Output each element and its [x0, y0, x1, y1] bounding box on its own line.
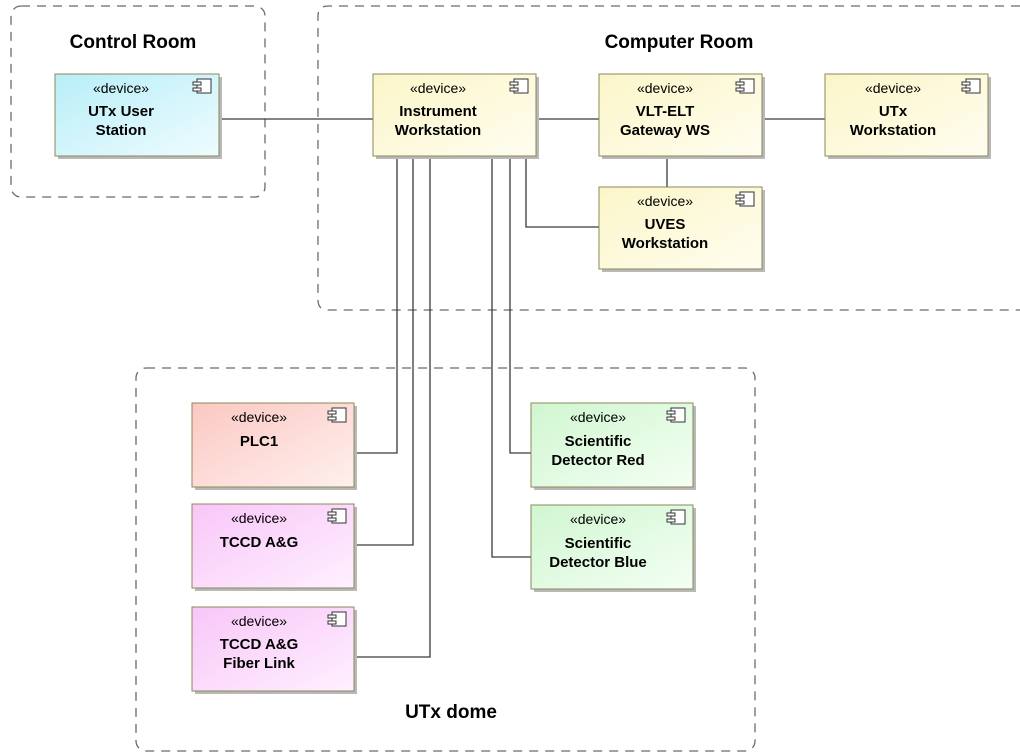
connections	[221, 118, 825, 658]
device-scientific-detector-blue[interactable]: «device» Scientific Detector Blue	[530, 504, 696, 592]
stereotype-label: «device»	[865, 80, 921, 96]
link-instrument-sci-red	[509, 157, 531, 454]
control-room-title: Control Room	[70, 32, 197, 53]
component-icon	[666, 509, 686, 525]
device-name-line1: Scientific	[565, 535, 632, 552]
link-instrument-sci-blue	[491, 157, 531, 558]
device-vlt-elt-gateway[interactable]: «device» VLT-ELT Gateway WS	[598, 73, 765, 159]
device-uves-workstation[interactable]: «device» UVES Workstation	[598, 186, 765, 272]
utx-dome-frame: UTx dome	[135, 367, 756, 752]
device-name-line1: Instrument	[399, 103, 477, 120]
stereotype-label: «device»	[231, 613, 287, 629]
device-name-line1: TCCD A&G	[220, 534, 299, 551]
stereotype-label: «device»	[231, 409, 287, 425]
device-tccd-ag-fiber-link[interactable]: «device» TCCD A&G Fiber Link	[191, 606, 357, 694]
device-name-line2: Gateway WS	[620, 122, 710, 139]
stereotype-label: «device»	[410, 80, 466, 96]
component-icon	[327, 611, 347, 627]
stereotype-label: «device»	[231, 510, 287, 526]
device-tccd-ag[interactable]: «device» TCCD A&G	[191, 503, 357, 591]
computer-room-title: Computer Room	[605, 32, 754, 53]
component-icon	[192, 78, 212, 94]
component-icon	[509, 78, 529, 94]
device-name-line1: UTx User	[88, 103, 154, 120]
component-icon	[735, 78, 755, 94]
device-name-line2: Workstation	[850, 122, 936, 139]
device-utx-user-station[interactable]: «device» UTx User Station	[54, 73, 222, 159]
device-name-line1: UTx	[879, 103, 908, 120]
stereotype-label: «device»	[570, 511, 626, 527]
component-icon	[961, 78, 981, 94]
component-icon	[735, 191, 755, 207]
component-icon	[327, 508, 347, 524]
device-name-line1: UVES	[645, 216, 686, 233]
device-name-line1: TCCD A&G	[220, 636, 299, 653]
device-name-line2: Workstation	[395, 122, 481, 139]
device-name-line2: Station	[96, 122, 147, 139]
computer-room-frame: Computer Room	[317, 5, 1020, 311]
stereotype-label: «device»	[637, 80, 693, 96]
device-name-line2: Fiber Link	[223, 655, 295, 672]
component-icon	[327, 407, 347, 423]
device-name-line2: Workstation	[622, 235, 708, 252]
device-plc1[interactable]: «device» PLC1	[191, 402, 357, 490]
control-room-frame: Control Room	[10, 5, 266, 198]
utx-dome-title: UTx dome	[405, 702, 497, 723]
device-scientific-detector-red[interactable]: «device» Scientific Detector Red	[530, 402, 696, 490]
device-name-line2: Detector Blue	[549, 554, 647, 571]
device-utx-workstation[interactable]: «device» UTx Workstation	[824, 73, 991, 159]
stereotype-label: «device»	[637, 193, 693, 209]
device-instrument-workstation[interactable]: «device» Instrument Workstation	[372, 73, 539, 159]
device-name-line1: PLC1	[240, 433, 278, 450]
device-name-line1: VLT-ELT	[636, 103, 695, 120]
device-name-line2: Detector Red	[551, 452, 644, 469]
component-icon	[666, 407, 686, 423]
link-instrument-tccd-fiber	[355, 157, 431, 658]
link-instrument-tccd-ag	[355, 157, 414, 546]
device-name-line1: Scientific	[565, 433, 632, 450]
link-instrument-plc1	[355, 157, 398, 454]
link-instrument-uves	[525, 157, 599, 228]
stereotype-label: «device»	[93, 80, 149, 96]
stereotype-label: «device»	[570, 409, 626, 425]
